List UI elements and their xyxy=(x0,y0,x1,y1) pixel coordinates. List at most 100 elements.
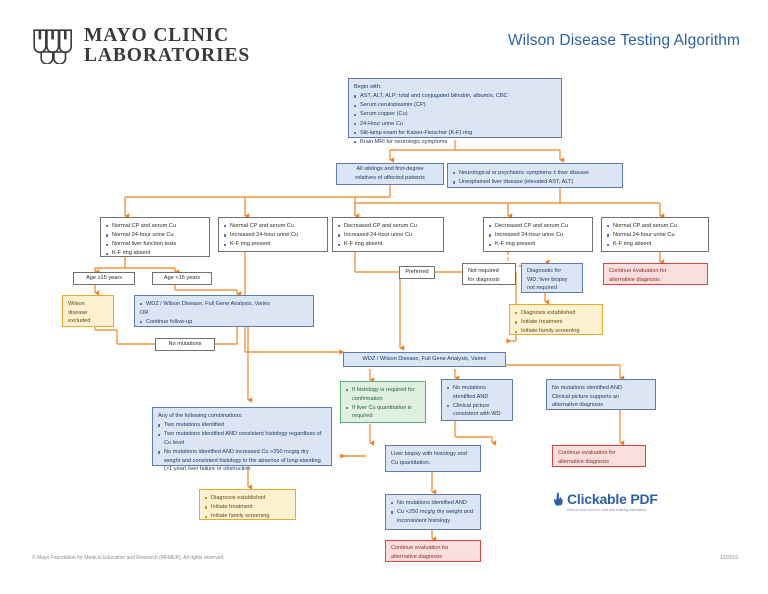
node-diagnostic-for-wd-no-biopsy[interactable]: Diagnostic for WD; liver biopsy not requ… xyxy=(521,263,583,293)
node-continue-evaluation-bottom-center[interactable]: Continue evaluation for alternative diag… xyxy=(385,540,481,562)
combinations-lead: Any of the following combinations: xyxy=(158,413,243,419)
node-neurologic-or-unexplained-liver[interactable]: Neurological or psychiatric symptoms ± l… xyxy=(447,163,623,188)
branch2-list: Normal CP and serum Cu Increased 24-hour… xyxy=(224,222,322,249)
list-item: Initiate treatment xyxy=(205,503,290,512)
list-item: Normal CP and serum Cu xyxy=(106,222,204,231)
node-branch-decreased-cp-kf-absent[interactable]: Decreased CP and serum Cu Increased 24-h… xyxy=(332,217,444,252)
branch3-list: Decreased CP and serum Cu Increased 24-h… xyxy=(338,222,438,249)
wdz-left-list-1: WDZ / Wilson Disease, Full Gene Analysis… xyxy=(140,300,308,309)
node-diagnosis-established-left[interactable]: Diagnosis established Initiate treatment… xyxy=(199,489,296,520)
node-siblings-first-degree-relatives[interactable]: All siblings and first-degree relatives … xyxy=(336,163,444,185)
list-item: Diagnosis established xyxy=(515,309,597,318)
list-item: Cu <250 mcg/g dry weight and inconsisten… xyxy=(391,508,475,525)
footer-date: 12/2019 xyxy=(719,555,738,561)
text-line: Diagnostic for xyxy=(527,268,562,274)
list-item: Brain MRI for neurologic symptoms xyxy=(354,138,556,147)
diagnosis-right-list: Diagnosis established Initiate treatment… xyxy=(515,309,597,336)
node-wilson-disease-excluded[interactable]: Wilson disease excluded xyxy=(62,295,114,327)
branch4-list: Decreased CP and serum Cu Increased 24-h… xyxy=(489,222,587,249)
clickable-pdf-title: Clickable PDF xyxy=(567,491,658,507)
text-line: not required xyxy=(527,285,557,292)
diagnosis-left-list: Diagnosis established Initiate treatment… xyxy=(205,494,290,521)
text-line: Not required xyxy=(468,268,499,274)
node-branch-decreased-cp-kf-present[interactable]: Decreased CP and serum Cu Increased 24-h… xyxy=(483,217,593,252)
node-wdz-full-gene-analysis-center[interactable]: WDZ / Wilson Disease, Full Gene Analysis… xyxy=(343,352,506,367)
node-begin-with[interactable]: Begin with: AST, ALT, ALP; total and con… xyxy=(348,78,562,145)
list-item: No mutations identified AND increased Cu… xyxy=(158,448,326,474)
list-item: Two mutations identified xyxy=(158,421,326,430)
list-item: No mutations identified AND xyxy=(447,384,507,401)
list-item: K-F ring present xyxy=(224,240,322,249)
list-item: Clinical picture consistent with WD xyxy=(447,402,507,419)
text-line: alternative diagnosis xyxy=(391,553,442,560)
node-no-mutations-supports-alternative[interactable]: No mutations identified AND Clinical pic… xyxy=(546,379,656,410)
footer-copyright: © Mayo Foundation for Medical Education … xyxy=(32,555,225,561)
list-item: If histology is required for confirmatio… xyxy=(346,386,420,403)
list-item: Diagnosis established xyxy=(205,494,290,503)
branch5-list: Normal CP and serum Cu Normal 24-hour ur… xyxy=(607,222,703,249)
list-item: Normal 24-hour urine Cu xyxy=(607,231,703,240)
list-item: Continue follow-up xyxy=(140,318,308,327)
list-item: Normal liver function tests xyxy=(106,240,204,249)
begin-list: AST, ALT, ALP; total and conjugated bili… xyxy=(354,92,556,146)
node-branch-normal-cp-kf-present[interactable]: Normal CP and serum Cu Increased 24-hour… xyxy=(218,217,328,252)
list-item: K-F ring absent xyxy=(338,240,438,249)
node-preferred-label[interactable]: Preferred xyxy=(399,266,435,279)
node-not-required-for-diagnosis[interactable]: Not required for diagnosis xyxy=(462,263,516,285)
clickable-pdf-badge[interactable]: Clickable PDF Click on blue boxes to vie… xyxy=(553,492,658,512)
node-liver-biopsy-histology-cu[interactable]: Liver biopsy with histology and Cu quant… xyxy=(385,445,481,472)
text-line: WD; liver biopsy xyxy=(527,276,568,283)
branch1-list: Normal CP and serum Cu Normal 24-hour ur… xyxy=(106,222,204,258)
text-line: Clinical picture supports an xyxy=(552,393,620,400)
list-item: Serum ceruloplasmin (CP) xyxy=(354,101,556,110)
text-line: relatives of affected patients xyxy=(355,175,425,181)
list-item: 24-Hour urine Cu xyxy=(354,120,556,129)
histology-list: If histology is required for confirmatio… xyxy=(346,386,420,421)
node-branch-normal-cp-kf-absent[interactable]: Normal CP and serum Cu Normal 24-hour ur… xyxy=(601,217,709,252)
wdz-left-list-2: Continue follow-up xyxy=(140,318,308,327)
node-no-mutations-inconsistent-histology[interactable]: No mutations identified AND Cu <250 mcg/… xyxy=(385,494,481,530)
list-item: Normal 24-hour urine Cu xyxy=(106,231,204,240)
node-continue-evaluation-top-right[interactable]: Continue evaluation for alternative diag… xyxy=(603,263,708,285)
node-histology-or-cu-quantitation-required[interactable]: If histology is required for confirmatio… xyxy=(340,381,426,423)
list-item: Serum copper (Cu) xyxy=(354,110,556,119)
hand-click-icon xyxy=(553,492,564,512)
node-no-mutations-label[interactable]: No mutations xyxy=(155,338,215,351)
list-item: No mutations identified AND xyxy=(391,499,475,508)
text-line: excluded xyxy=(68,318,91,325)
list-item: Unexplained liver disease (elevated AST,… xyxy=(453,178,617,187)
text-line: alternative diagnosis xyxy=(558,458,609,465)
text-line: No mutations identified AND xyxy=(552,385,622,391)
list-item: Initiate treatment xyxy=(515,318,597,327)
list-item: Slit-lamp exam for Kaiser-Fleischer (K-F… xyxy=(354,129,556,138)
list-item: K-F ring absent xyxy=(106,249,204,258)
node-age-lt-15[interactable]: Age <15 years xyxy=(152,272,212,285)
node-branch-normal-all[interactable]: Normal CP and serum Cu Normal 24-hour ur… xyxy=(100,217,210,257)
text-line: alternative diagnosis xyxy=(552,402,603,409)
list-item: AST, ALT, ALP; total and conjugated bili… xyxy=(354,92,556,101)
list-item: Decreased CP and serum Cu xyxy=(489,222,587,231)
list-item: Two mutations identified AND consistent … xyxy=(158,430,326,447)
list-item: Neurological or psychiatric symptoms ± l… xyxy=(453,169,617,178)
page-title: Wilson Disease Testing Algorithm xyxy=(507,32,740,49)
text-line: Continue evaluation for xyxy=(609,268,667,274)
list-item: WDZ / Wilson Disease, Full Gene Analysis… xyxy=(140,300,308,309)
list-item: If liver Cu quantitation is required xyxy=(346,404,420,421)
no-mut-clinical-list: No mutations identified AND Clinical pic… xyxy=(447,384,507,419)
clickable-pdf-subtitle: Click on blue boxes to view test orderin… xyxy=(567,507,647,512)
text-line: Liver biopsy with histology and xyxy=(391,451,467,457)
no-mut-inconsistent-list: No mutations identified AND Cu <250 mcg/… xyxy=(391,499,475,525)
combinations-list: Two mutations identified Two mutations i… xyxy=(158,421,326,474)
list-item: Increased 24-hour urine Cu xyxy=(489,231,587,240)
node-age-ge-15[interactable]: Age ≥15 years xyxy=(73,272,135,285)
list-item: Initiate family screening xyxy=(205,512,290,521)
node-continue-evaluation-bottom-right[interactable]: Continue evaluation for alternative diag… xyxy=(552,445,646,467)
node-diagnosis-established-right[interactable]: Diagnosis established Initiate treatment… xyxy=(509,304,603,335)
list-item: Initiate family screening xyxy=(515,327,597,336)
text-line: Continue evaluation for xyxy=(558,450,616,456)
node-any-of-following-combinations[interactable]: Any of the following combinations: Two m… xyxy=(152,407,332,472)
mayo-shields-icon xyxy=(32,28,74,66)
node-no-mutations-clinical-consistent[interactable]: No mutations identified AND Clinical pic… xyxy=(441,379,513,421)
node-wdz-full-gene-analysis-left[interactable]: WDZ / Wilson Disease, Full Gene Analysis… xyxy=(134,295,314,327)
